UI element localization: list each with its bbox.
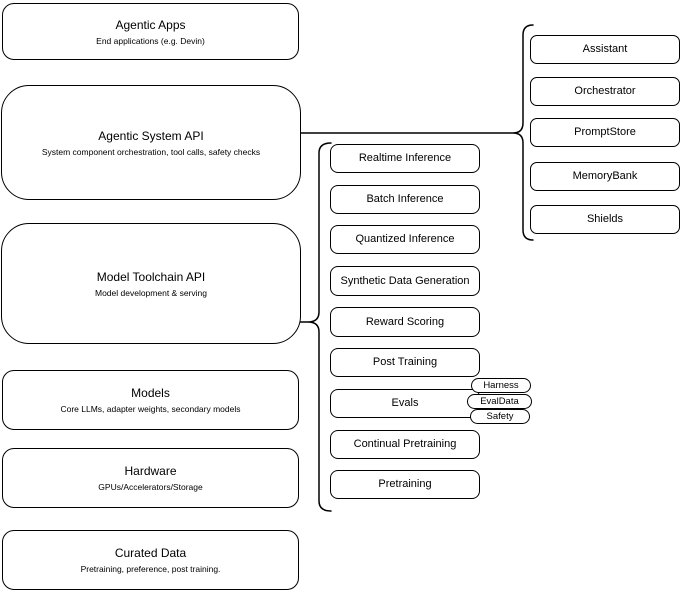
node-shields: Shields bbox=[530, 205, 680, 234]
node-subtitle: GPUs/Accelerators/Storage bbox=[98, 482, 203, 492]
node-hardware: Hardware GPUs/Accelerators/Storage bbox=[2, 448, 299, 508]
node-realtime-inference: Realtime Inference bbox=[330, 144, 480, 173]
tag-evaldata: EvalData bbox=[467, 394, 532, 409]
node-agentic-system-api: Agentic System API System component orch… bbox=[1, 85, 301, 200]
node-reward-scoring: Reward Scoring bbox=[330, 307, 480, 337]
node-title: Curated Data bbox=[114, 546, 187, 560]
node-post-training: Post Training bbox=[330, 348, 480, 377]
tag-safety: Safety bbox=[470, 409, 530, 424]
node-title: Agentic Apps bbox=[115, 17, 186, 32]
node-model-toolchain-api: Model Toolchain API Model development & … bbox=[1, 223, 301, 344]
node-subtitle: End applications (e.g. Devin) bbox=[96, 35, 205, 46]
node-title: Hardware bbox=[124, 464, 177, 478]
node-evals: Evals bbox=[330, 389, 480, 418]
node-title: Model Toolchain API bbox=[96, 269, 206, 284]
node-memorybank: MemoryBank bbox=[530, 162, 680, 191]
node-quantized-inference: Quantized Inference bbox=[330, 225, 480, 254]
node-continual-pretraining: Continual Pretraining bbox=[330, 430, 480, 459]
node-agentic-apps: Agentic Apps End applications (e.g. Devi… bbox=[2, 3, 299, 60]
node-promptstore: PromptStore bbox=[530, 118, 680, 147]
node-pretraining: Pretraining bbox=[330, 470, 480, 499]
tag-harness: Harness bbox=[471, 378, 531, 393]
node-synthetic-data-generation: Synthetic Data Generation bbox=[330, 266, 480, 296]
node-models: Models Core LLMs, adapter weights, secon… bbox=[2, 370, 299, 430]
node-subtitle: Model development & serving bbox=[95, 287, 207, 298]
node-title: Agentic System API bbox=[98, 128, 204, 143]
node-batch-inference: Batch Inference bbox=[330, 185, 480, 214]
toolchain-brace bbox=[307, 142, 332, 512]
node-subtitle: Pretraining, preference, post training. bbox=[80, 564, 221, 574]
node-subtitle: System component orchestration, tool cal… bbox=[41, 146, 261, 157]
node-curated-data: Curated Data Pretraining, preference, po… bbox=[2, 530, 299, 590]
node-assistant: Assistant bbox=[530, 35, 680, 64]
node-title: Models bbox=[131, 386, 170, 400]
node-subtitle: Core LLMs, adapter weights, secondary mo… bbox=[60, 404, 241, 414]
node-orchestrator: Orchestrator bbox=[530, 77, 680, 106]
